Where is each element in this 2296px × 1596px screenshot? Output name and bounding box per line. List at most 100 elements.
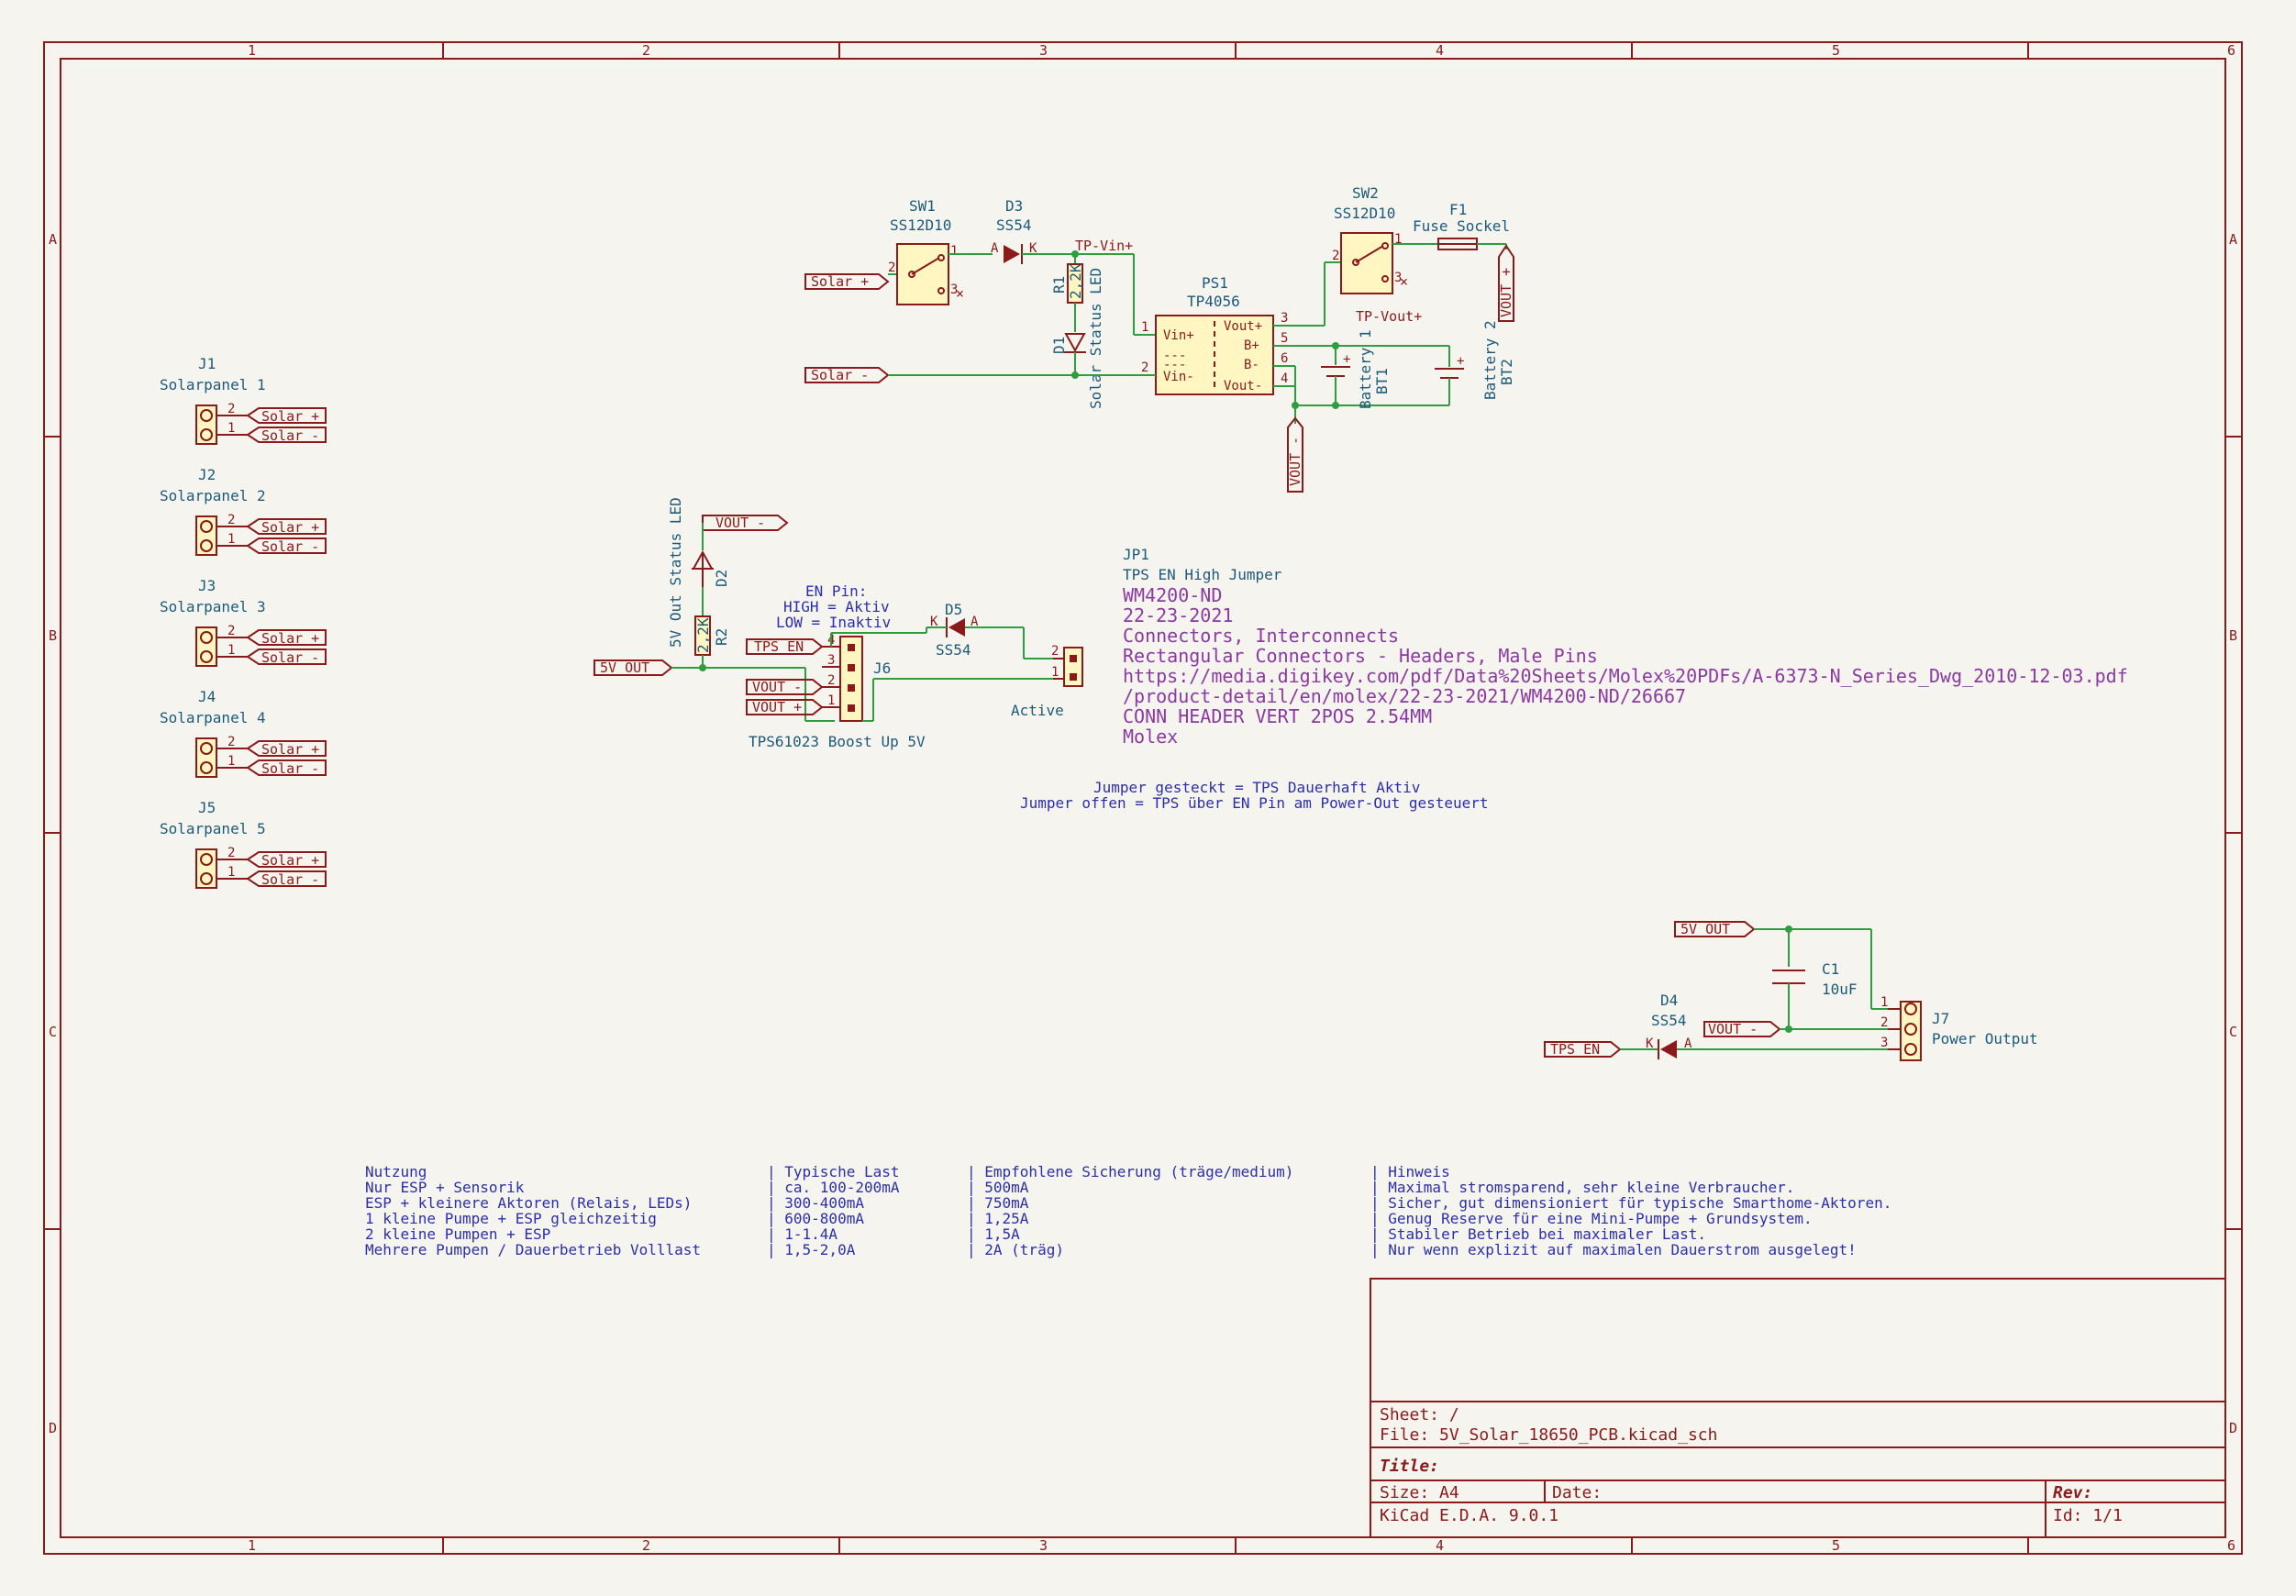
table-r1-c2: | 750mA [967,1194,1029,1212]
f1-ref: F1 [1449,201,1467,218]
label-vout-minus-top[interactable]: VOUT - [1287,416,1303,493]
frame-row-d-r: D [2229,1420,2237,1436]
label-tps-en-boost[interactable]: TPS_EN [746,638,824,655]
solarpanel-j5[interactable]: J5 Solarpanel 5 2 1 Solar + Solar - [160,799,327,889]
table-r4-c2: | 2A (träg) [967,1241,1064,1258]
resistor-r2[interactable]: 2,2K R2 [694,615,730,656]
svg-text:3: 3 [1281,311,1288,326]
j4-pin2: 2 [227,735,235,749]
connector-j7[interactable]: 1 2 3 J7 Power Output [1880,995,2038,1061]
svg-text:Solar +: Solar + [811,273,869,290]
j4-ref: J4 [198,688,216,705]
j5-ref: J5 [198,799,216,816]
j1-solar-plus: Solar + [261,408,319,425]
frame-col-1b: 1 [248,1537,256,1554]
jp1-field-6: CONN HEADER VERT 2POS 2.54MM [1123,705,1432,727]
jp1-fields: WM4200-ND 22-23-2021 Connectors, Interco… [1123,584,2128,748]
j5-solar-minus: Solar - [261,871,319,888]
diode-d5[interactable]: D5 SS54 K A [930,601,979,659]
label-5v-out-output[interactable]: 5V_OUT [1674,921,1756,937]
j5-pin1: 1 [227,865,235,880]
tb-id: Id: 1/1 [2053,1506,2123,1525]
table-r0-c3: | Maximal stromsparend, sehr kleine Verb… [1370,1179,1794,1196]
svg-text:VOUT -: VOUT - [752,679,802,695]
ps1-ref: PS1 [1202,274,1228,292]
battery-bt2[interactable]: + Battery 2 BT2 [1435,320,1515,405]
d5-ref: D5 [945,601,962,618]
c1-value: 10uF [1822,981,1858,998]
j5-pin2: 2 [227,846,235,860]
sw2-ref: SW2 [1352,184,1379,202]
tb-file: File: 5V_Solar_18650_PCB.kicad_sch [1380,1425,1717,1445]
table-r0-c1: | ca. 100-200mA [767,1179,900,1196]
j2-pin1: 1 [227,532,235,547]
frame-row-b: B [49,627,57,644]
led-d1[interactable]: D1 Solar Status LED [1050,268,1104,409]
label-solar-plus[interactable]: Solar + [804,273,890,290]
solarpanel-j3[interactable]: J3 Solarpanel 3 2 1 Solar + Solar - [160,577,327,667]
svg-text:VOUT +: VOUT + [1498,268,1514,317]
svg-text:A: A [971,615,979,629]
fuse-table: Nutzung | Typische Last | Empfohlene Sic… [365,1163,1891,1258]
table-r4-c1: | 1,5-2,0A [767,1241,856,1258]
label-5v-out-boost[interactable]: 5V_OUT [593,659,673,676]
j4-solar-plus: Solar + [261,741,319,758]
table-r4-c3: | Nur wenn explizit auf maximalen Dauers… [1370,1241,1857,1258]
table-r3-c2: | 1,5A [967,1225,1020,1243]
fuse-f1[interactable]: F1 Fuse Sockel [1413,201,1510,250]
switch-sw1[interactable]: SW1 SS12D10 2 1 3 × [888,197,964,305]
frame-row-a-r: A [2229,231,2237,248]
label-vout-plus-top[interactable]: VOUT + [1498,244,1514,322]
label-vout-minus-j6[interactable]: VOUT - [746,679,824,695]
svg-text:4: 4 [1281,371,1288,386]
svg-text:2: 2 [827,673,835,688]
solarpanel-j1[interactable]: J1 Solarpanel 1 2 1 Solar + Solar - [160,355,327,445]
solarpanel-j2[interactable]: J2 Solarpanel 2 2 1 Solar + Solar - [160,466,327,556]
table-r1-c0: ESP + kleinere Aktoren (Relais, LEDs) [365,1194,692,1212]
svg-text:3: 3 [1880,1036,1888,1050]
label-vout-minus-boost[interactable]: VOUT - [702,515,789,531]
table-r3-c0: 2 kleine Pumpen + ESP [365,1225,550,1243]
d4-ref: D4 [1660,992,1678,1009]
d1-value: Solar Status LED [1087,268,1104,409]
svg-text:3: 3 [1394,271,1402,285]
table-h-1: | Typische Last [767,1163,900,1180]
switch-sw2[interactable]: SW2 SS12D10 2 1 3 × [1332,184,1408,294]
table-h-2: | Empfohlene Sicherung (träge/medium) [967,1163,1293,1180]
solarpanel-j4[interactable]: J4 Solarpanel 4 2 1 Solar + Solar - [160,688,327,778]
label-vout-minus-output[interactable]: VOUT - [1703,1021,1781,1037]
svg-text:1: 1 [1141,320,1148,335]
svg-text:2: 2 [1332,249,1339,263]
table-r2-c1: | 600-800mA [767,1210,864,1227]
svg-text:3: 3 [827,653,835,668]
module-ps1[interactable]: PS1 TP4056 Vin+ --- --- Vin- Vout+ B+ B-… [1141,274,1288,395]
svg-text:VOUT -: VOUT - [715,515,765,531]
svg-text:5: 5 [1281,331,1288,346]
label-solar-minus[interactable]: Solar - [804,367,890,383]
capacitor-c1[interactable]: C1 10uF [1772,960,1858,998]
connector-j6[interactable]: 4 3 2 1 J6 TPS61023 Boost Up 5V [749,633,926,750]
d5-value: SS54 [936,641,971,659]
svg-text:A: A [1684,1036,1692,1051]
diode-d4[interactable]: D4 SS54 K A [1646,992,1692,1059]
bt1-ref: BT1 [1373,368,1391,394]
ps1-value: TP4056 [1187,293,1240,310]
svg-text:5V_OUT: 5V_OUT [600,659,649,676]
resistor-r1[interactable]: 2,2K R1 [1050,263,1084,304]
diode-d3[interactable]: D3 SS54 A K [991,197,1037,264]
svg-text:VOUT -: VOUT - [1287,437,1303,486]
frame-col-2b: 2 [642,1537,650,1554]
frame-row-a: A [49,231,57,248]
led-d2[interactable]: 5V Out Status LED D2 [667,497,730,648]
svg-text:VOUT -: VOUT - [1708,1021,1758,1037]
jumper-jp1[interactable]: 2 1 Active JP1 TPS EN High Jumper [1011,546,1282,719]
label-vout-plus-j6[interactable]: VOUT + [746,699,824,715]
battery-bt1[interactable]: + Battery 1 BT1 [1321,329,1391,409]
svg-text:2: 2 [1141,360,1148,375]
jumper-note-1: Jumper gesteckt = TPS Dauerhaft Aktiv [1093,779,1420,796]
label-tps-en-output[interactable]: TPS_EN [1544,1041,1622,1058]
table-r2-c3: | Genug Reserve für eine Mini-Pumpe + Gr… [1370,1210,1813,1227]
j1-ref: J1 [198,355,216,372]
frame-col-1: 1 [248,42,256,59]
j1-value: Solarpanel 1 [160,376,266,393]
